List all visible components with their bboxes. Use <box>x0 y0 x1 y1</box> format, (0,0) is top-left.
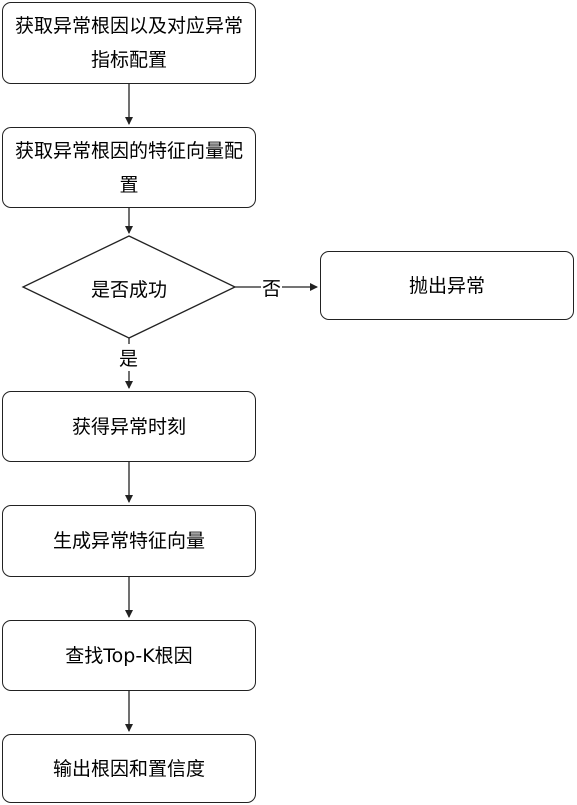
get-root-cause-config-label: 获取异常根因以及对应异常指标配置 <box>14 15 243 71</box>
get-anomaly-time-node: 获得异常时刻 <box>2 391 256 462</box>
get-root-cause-config-node: 获取异常根因以及对应异常指标配置 <box>2 2 256 84</box>
find-topk-node: 查找Top-K根因 <box>2 620 256 691</box>
no-branch-label: 否 <box>261 274 283 301</box>
output-result-label: 输出根因和置信度 <box>52 757 205 780</box>
get-feature-vector-config-node: 获取异常根因的特征向量配置 <box>2 127 256 208</box>
throw-exception-label: 抛出异常 <box>408 274 485 297</box>
get-feature-vector-config-label: 获取异常根因的特征向量配置 <box>14 139 243 196</box>
gen-feature-vector-label: 生成异常特征向量 <box>52 530 205 552</box>
output-result-node: 输出根因和置信度 <box>2 734 256 803</box>
yes-branch-label: 是 <box>119 344 139 371</box>
gen-feature-vector-node: 生成异常特征向量 <box>2 505 256 577</box>
throw-exception-node: 抛出异常 <box>320 251 574 320</box>
get-anomaly-time-label: 获得异常时刻 <box>71 415 186 438</box>
find-topk-label: 查找Top-K根因 <box>65 644 193 667</box>
is-success-label: 是否成功 <box>90 279 167 301</box>
